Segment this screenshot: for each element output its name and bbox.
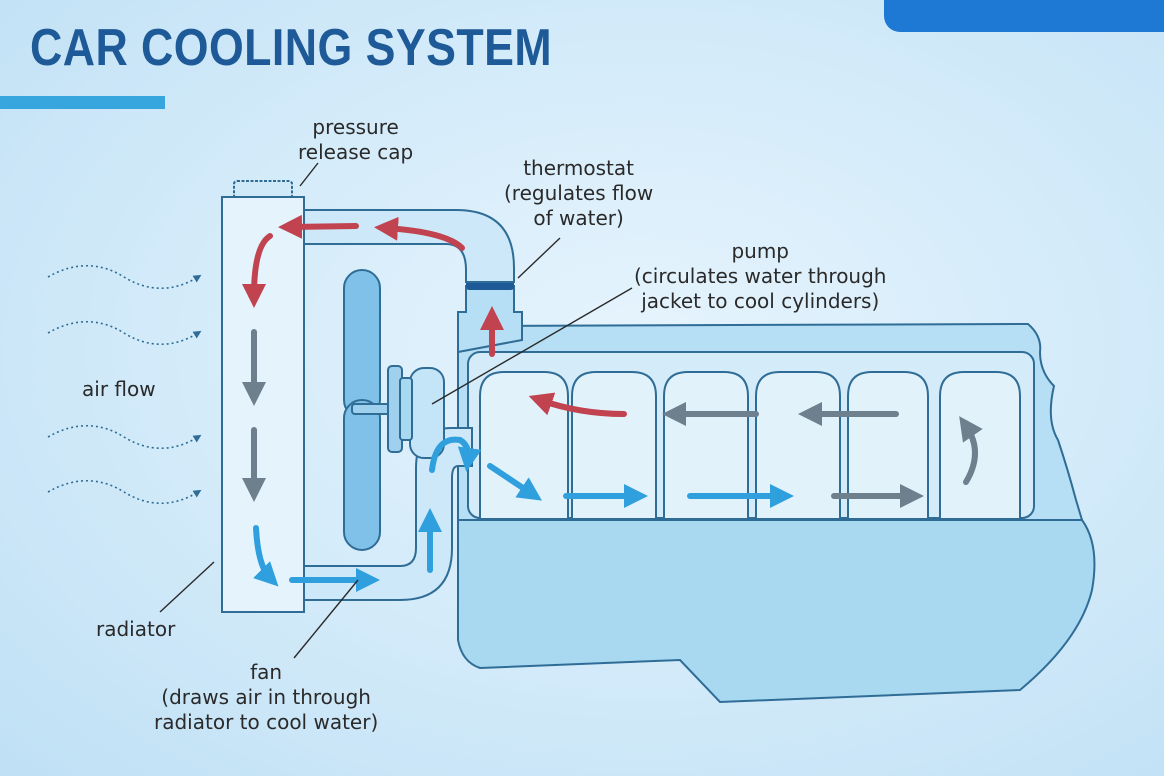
cylinder: [479, 371, 569, 518]
cylinder: [571, 371, 657, 518]
flow-arrow-hot: [278, 214, 359, 239]
flow-arrow-cool: [429, 436, 482, 473]
flow-arrow-hot: [242, 233, 273, 308]
leader-radiator: [159, 561, 215, 613]
flow-arrow-cool: [487, 463, 542, 501]
radiator-cap: [233, 180, 293, 199]
leader-pressure-cap: [299, 162, 319, 187]
air-flow-line: [47, 320, 202, 346]
cylinder: [847, 371, 929, 518]
flow-arrow-hot: [528, 392, 627, 417]
cool-water-arrows: [253, 436, 794, 592]
corner-decoration: [884, 0, 1164, 32]
leader-fan: [293, 579, 359, 659]
engine-block: [457, 519, 1096, 704]
cylinder: [939, 371, 1021, 518]
fan-blade-upper: [343, 269, 381, 419]
cooling-fan: [343, 269, 413, 551]
flow-arrow-hot: [374, 216, 465, 251]
air-flow-lines: [47, 264, 202, 505]
air-flow-line: [47, 479, 202, 505]
air-flow-line: [47, 264, 202, 290]
radiator-body: [221, 196, 305, 613]
leader-thermostat: [517, 237, 561, 279]
flow-arrow-cool: [253, 525, 279, 587]
neutral-water-arrows: [242, 329, 983, 508]
flow-arrow-neutral: [959, 416, 983, 485]
upper-hose: [303, 209, 515, 283]
radiator-label: radiator: [96, 617, 176, 641]
leader-pump: [431, 287, 633, 405]
page-title: CAR COOLING SYSTEM: [30, 19, 553, 77]
hot-water-arrows: [242, 214, 627, 417]
lower-hose: [303, 427, 473, 601]
pulley: [399, 377, 413, 441]
title-underline: [0, 96, 165, 109]
air-flow-line: [47, 424, 202, 450]
leader-lines: [159, 162, 633, 659]
fan-blade-lower: [343, 399, 381, 551]
air-flow-label: air flow: [82, 377, 156, 401]
